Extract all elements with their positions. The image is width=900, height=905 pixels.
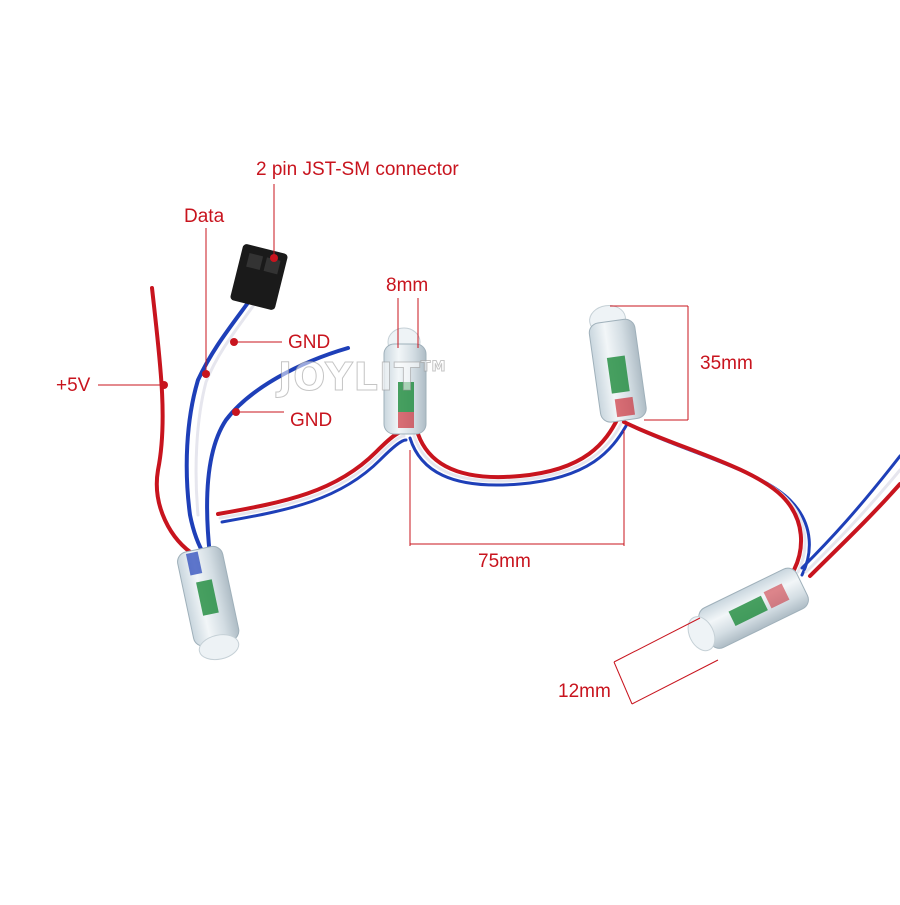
width-8mm-label: 8mm: [386, 275, 429, 296]
connector-label: 2 pin JST-SM connector: [256, 159, 459, 180]
dim-12mm-b: [631, 659, 719, 705]
gnd-wire-loop: [205, 346, 350, 558]
data-wire: [184, 298, 252, 558]
gnd-top-label: GND: [288, 332, 331, 353]
height-35mm-label: 35mm: [700, 353, 753, 374]
plus5v-label: +5V: [56, 375, 91, 396]
data-wire-white: [194, 300, 258, 517]
diameter-12mm-label: 12mm: [558, 681, 611, 702]
pixel-module-2: [383, 327, 427, 435]
watermark-tm: TM: [420, 359, 447, 375]
pixel-module-1: [177, 545, 240, 661]
pixel-module-4: [687, 567, 809, 652]
annotations: [98, 184, 719, 705]
chain-cables: [216, 416, 900, 578]
gnd-bottom-label: GND: [290, 410, 333, 431]
dim-12mm-side: [613, 661, 633, 705]
pixel-module-3: [588, 304, 647, 423]
spacing-75mm-label: 75mm: [478, 551, 531, 572]
plus5v-wire: [150, 286, 198, 558]
dim-12mm-a: [613, 617, 701, 663]
data-label: Data: [184, 206, 225, 227]
watermark: JOYLITTM: [278, 355, 447, 399]
watermark-text: JOYLIT: [278, 355, 421, 399]
input-wires: [150, 286, 350, 558]
jst-connector: [230, 244, 288, 310]
